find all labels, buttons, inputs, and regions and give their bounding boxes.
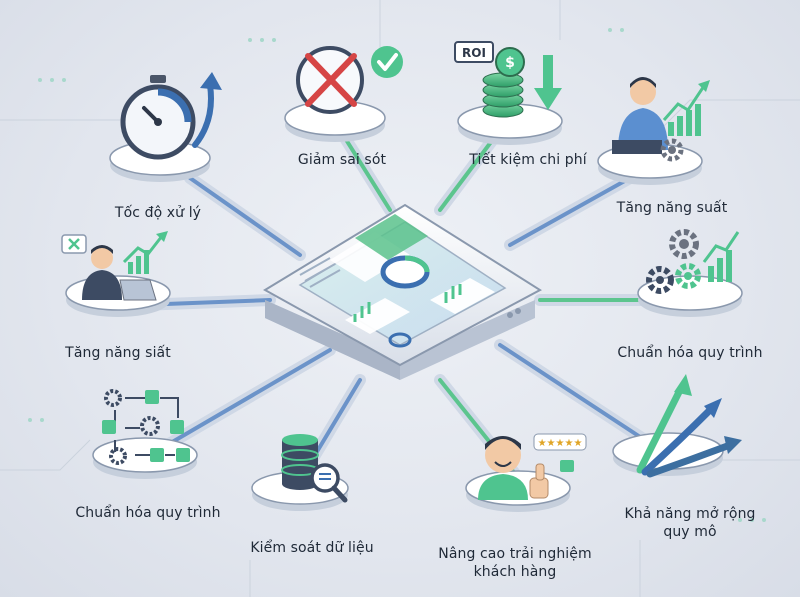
- node-speed: [109, 72, 222, 182]
- gear-icon: [104, 389, 160, 465]
- gears-icon: [646, 229, 701, 294]
- node-cost: ROI $: [454, 41, 563, 145]
- background-dots: [28, 28, 766, 522]
- label-errors: Giảm sai sót: [297, 152, 387, 168]
- node-customer-experience: ★★★★★: [465, 433, 587, 512]
- growth-chart-icon: [702, 231, 740, 282]
- label-standardize-right: Chuẩn hóa quy trình: [617, 345, 763, 361]
- node-standardize-right: [637, 229, 743, 317]
- node-standardize-left: [92, 389, 198, 479]
- label-cost: Tiết kiệm chi phí: [469, 152, 587, 168]
- process-flow-icon: [114, 397, 179, 456]
- central-dashboard: [263, 203, 542, 380]
- node-productivity-right: [597, 77, 710, 185]
- businessman-icon: [612, 77, 668, 154]
- svg-text:$: $: [505, 55, 515, 71]
- happy-customer-icon: [478, 436, 528, 500]
- magnifier-icon: [310, 463, 348, 503]
- rating-stars-icon: ★★★★★: [533, 433, 587, 451]
- node-data-control: [251, 434, 349, 511]
- node-scalability: [612, 374, 742, 478]
- node-productivity-left: [61, 231, 171, 317]
- node-errors: [284, 46, 403, 142]
- coin-stack-icon: $: [482, 47, 525, 118]
- label-scalability: Khả năng mở rộng quy mô: [624, 506, 756, 540]
- label-productivity-left: Tăng năng siất: [65, 345, 171, 361]
- svg-text:★★★★★: ★★★★★: [538, 438, 583, 449]
- branching-arrows-icon: [636, 386, 734, 478]
- close-badge-icon: [61, 234, 87, 254]
- growth-chart-icon: [662, 80, 710, 136]
- svg-text:ROI: ROI: [462, 46, 486, 60]
- upward-arrow-icon: [192, 82, 214, 148]
- down-arrow-icon: [534, 55, 562, 110]
- error-x-icon: [296, 46, 364, 114]
- database-icon: [281, 434, 319, 490]
- like-badge-icon: [560, 460, 574, 472]
- thumbs-up-icon: [529, 463, 549, 499]
- stopwatch-icon: [120, 75, 196, 160]
- label-productivity-right: Tăng năng suất: [616, 200, 728, 216]
- checkmark-icon: [371, 46, 403, 78]
- label-speed: Tốc độ xử lý: [114, 205, 202, 221]
- growth-chart-icon: [122, 231, 168, 274]
- gear-icon: [660, 138, 684, 162]
- label-data-control: Kiểm soát dữ liệu: [250, 540, 374, 556]
- businessman-laptop-icon: [82, 245, 157, 301]
- label-standardize-left: Chuẩn hóa quy trình: [75, 505, 221, 521]
- label-customer-experience: Nâng cao trải nghiệm khách hàng: [438, 546, 592, 580]
- roi-tag-icon: ROI: [454, 41, 494, 63]
